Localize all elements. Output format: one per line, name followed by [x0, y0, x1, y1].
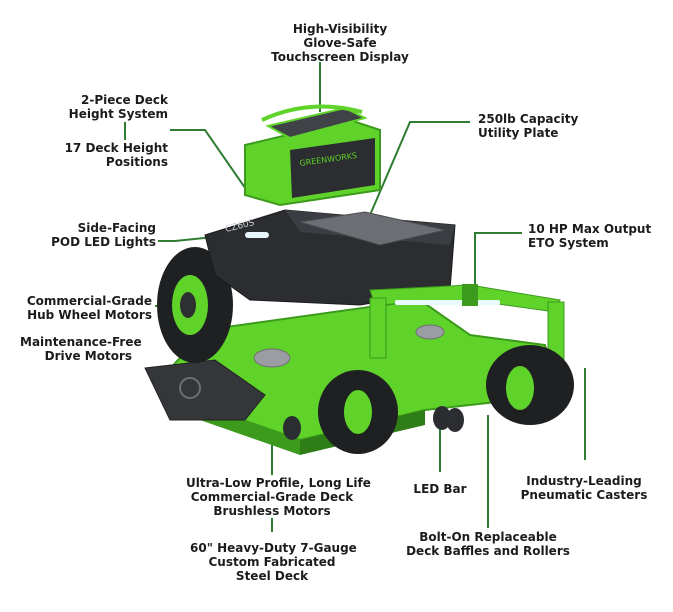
leader-eto: [474, 232, 522, 300]
brushless-motor-cap-right: [415, 324, 445, 340]
callout-steel-deck: 60" Heavy-Duty 7-Gauge Custom Fabricated…: [190, 541, 357, 583]
brushless-motor-cap: [253, 348, 291, 368]
control-bar: [261, 104, 363, 122]
pod-led-light: [245, 232, 269, 238]
left-caster-fork: [369, 297, 387, 359]
deck-roller-right: [446, 408, 464, 432]
leader-utility-plate: [369, 121, 470, 216]
callout-hub-motors: Commercial-Grade Hub Wheel Motors: [26, 294, 152, 322]
deck-roller-center: [433, 406, 451, 430]
callout-drive-motors: Maintenance-Free Drive Motors: [20, 335, 142, 363]
eto-motor: [462, 284, 478, 306]
callout-pod-lights: Side-Facing POD LED Lights: [51, 221, 156, 249]
chute-logo-icon: [179, 377, 201, 399]
touchscreen-display: [265, 106, 368, 140]
utility-plate: [299, 211, 446, 246]
callout-casters: Industry-Leading Pneumatic Casters: [520, 474, 648, 502]
led-bar: [395, 300, 500, 305]
callout-touchscreen: High-Visibility Glove-Safe Touchscreen D…: [271, 22, 409, 64]
callout-led-bar: LED Bar: [413, 482, 467, 496]
callout-baffles: Bolt-On Replaceable Deck Baffles and Rol…: [406, 530, 570, 558]
callout-deck-height: 2-Piece Deck Height System: [68, 93, 168, 121]
callout-brushless-motors: Ultra-Low Profile, Long Life Commercial-…: [186, 476, 371, 518]
callout-deck-positions: 17 Deck Height Positions: [64, 141, 168, 169]
callout-eto-system: 10 HP Max Output ETO System: [528, 222, 652, 250]
console-panel: [290, 138, 375, 198]
leader-deck-height: [170, 129, 251, 196]
callout-utility-plate: 250lb Capacity Utility Plate: [478, 112, 579, 140]
deck-roller-left: [283, 416, 301, 440]
